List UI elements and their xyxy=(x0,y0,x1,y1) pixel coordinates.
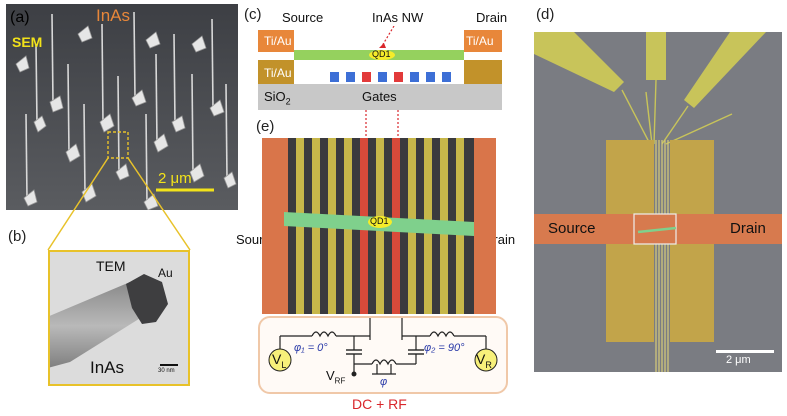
au-label: Au xyxy=(158,266,173,280)
contact-right-top xyxy=(464,30,502,52)
gate-array xyxy=(330,72,451,82)
phi1-label: φ₁ = 0° xyxy=(294,342,328,354)
device-schematic: Ti/Au Ti/Au Ti/Au QD1 SiO2 Gates xyxy=(258,25,502,112)
substrate-layer xyxy=(258,84,502,110)
panel-label-d: (d) xyxy=(536,6,555,23)
rf-circuit: VL VR VRF φ₁ = 0° φ₂ = 90° φ xyxy=(258,316,508,394)
fanout-leads xyxy=(534,32,766,108)
nanowire-d xyxy=(637,226,677,234)
panel-a-title: InAs xyxy=(96,6,131,25)
drain-label-d: Drain xyxy=(730,220,766,237)
sem-nanowire-array xyxy=(6,4,238,211)
inductor-left xyxy=(311,331,337,338)
panel-d-image: Source Drain 2 μm xyxy=(534,32,782,372)
panel-label-b: (b) xyxy=(8,228,27,245)
qd1-label-e: QD1 xyxy=(370,216,389,226)
phi2-label: φ₂ = 90° xyxy=(424,342,465,354)
panel-b-image: TEM Au InAs 30 nm xyxy=(48,250,190,386)
contact-left-top-label: Ti/Au xyxy=(264,34,292,48)
nw-arrow xyxy=(381,25,395,47)
contact-left-top xyxy=(258,30,294,52)
source-label-c: Source xyxy=(282,10,324,25)
tem-nanowire-tip xyxy=(50,252,188,384)
drain-label-c: Drain xyxy=(476,10,508,25)
panel-label-e: (e) xyxy=(256,118,275,135)
phi-label: φ xyxy=(380,376,388,388)
qd1-dot xyxy=(369,50,395,60)
inductor-right xyxy=(429,331,455,338)
scale-label-b: 30 nm xyxy=(158,368,175,374)
qd1-dot-e xyxy=(368,216,392,228)
gates-label: Gates xyxy=(362,89,397,104)
scale-bar-d xyxy=(716,350,774,353)
tem-label: TEM xyxy=(96,258,126,274)
scale-bar-b xyxy=(160,364,178,366)
dc-rf-caption: DC + RF xyxy=(352,396,407,412)
qd1-label-c: QD1 xyxy=(372,49,391,59)
drain-pad xyxy=(474,138,496,314)
inas-label-b: InAs xyxy=(90,358,125,377)
scale-label-d: 2 μm xyxy=(726,354,751,366)
nw-label: InAs NW xyxy=(372,10,424,25)
source-label-d: Source xyxy=(548,220,596,237)
vrf-label: VRF xyxy=(326,368,346,386)
zoom-box xyxy=(107,131,129,159)
inductor-bottom xyxy=(371,359,397,366)
contact-right-bottom xyxy=(464,60,502,84)
vr-label: VR xyxy=(476,351,492,370)
vl-label: VL xyxy=(272,351,287,370)
substrate-label: SiO2 xyxy=(264,89,291,107)
scale-label-a: 2 μm xyxy=(158,170,192,187)
panel-label-c: (c) xyxy=(244,6,262,23)
source-pad xyxy=(262,138,288,314)
zoom-connector xyxy=(47,157,191,251)
fine-gates xyxy=(655,140,669,372)
panel-a-image: (a) SEM 2 μm xyxy=(6,4,238,211)
contact-left-bottom-label: Ti/Au xyxy=(264,66,292,80)
contact-right-top-label: Ti/Au xyxy=(466,34,494,48)
contact-left-bottom xyxy=(258,60,294,84)
fine-leads xyxy=(621,79,733,145)
sem-label: SEM xyxy=(12,34,43,50)
vrf-node xyxy=(351,371,357,377)
panel-label-a: (a) xyxy=(10,9,30,26)
panel-e-image: QD1 xyxy=(262,138,496,314)
